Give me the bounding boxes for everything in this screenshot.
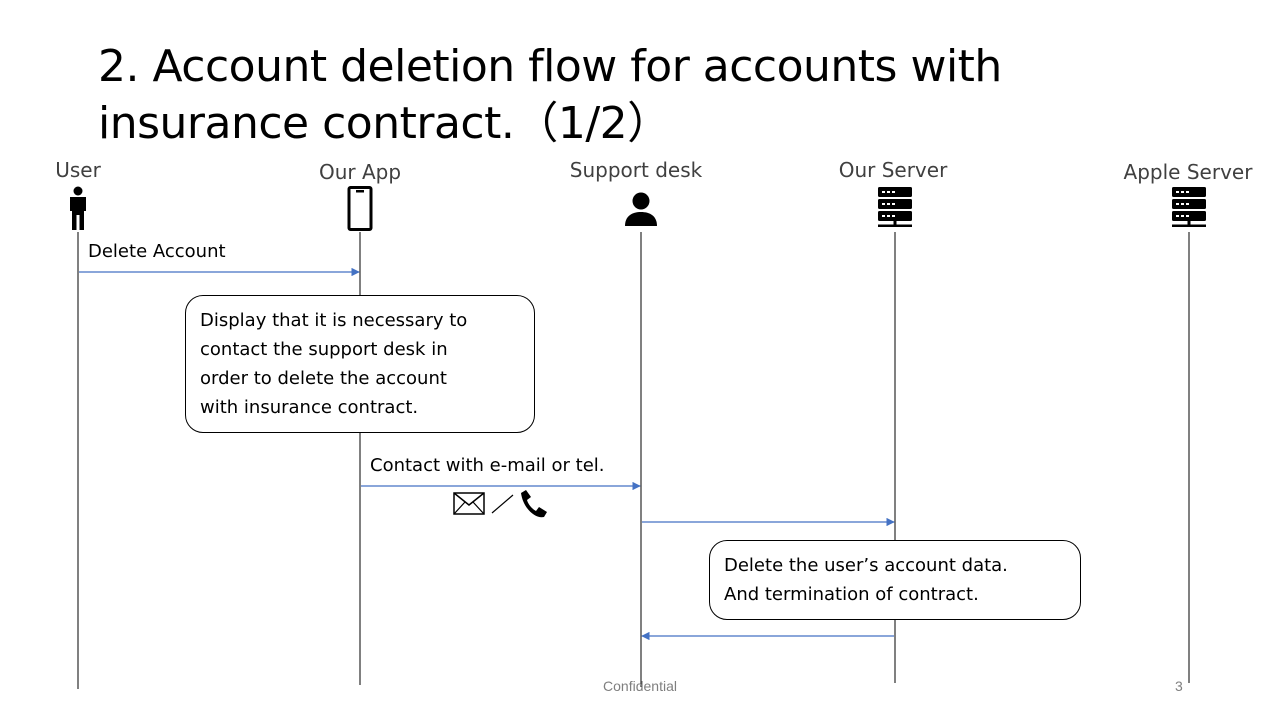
person-icon	[70, 186, 86, 230]
smartphone-icon	[347, 186, 373, 231]
footer-confidential: Confidential	[603, 678, 677, 694]
actor-label-app: Our App	[318, 160, 402, 184]
note-server-delete: Delete the user’s account data. And term…	[709, 540, 1081, 620]
slash-separator	[491, 494, 514, 514]
note-line: And termination of contract.	[724, 584, 979, 605]
actor-label-server: Our Server	[838, 158, 948, 182]
telephone-icon	[521, 490, 547, 518]
actor-label-user: User	[55, 158, 101, 182]
slide-title: 2. Account deletion flow for accounts wi…	[98, 38, 1002, 152]
note-line: order to delete the account	[200, 368, 447, 389]
actor-label-support: Support desk	[569, 158, 703, 182]
actor-label-apple: Apple Server	[1123, 160, 1253, 184]
message-delete-account: Delete Account	[88, 241, 226, 262]
note-line: Delete the user’s account data.	[724, 555, 1008, 576]
message-contact: Contact with e-mail or tel.	[370, 455, 605, 476]
title-line-2: insurance contract.（1/2）	[98, 98, 671, 149]
note-line: Display that it is necessary to	[200, 310, 468, 331]
note-app-display: Display that it is necessary to contact …	[185, 295, 535, 433]
page-number: 3	[1175, 678, 1183, 694]
support-person-icon	[625, 192, 657, 226]
contact-icons	[453, 490, 547, 518]
note-line: contact the support desk in	[200, 339, 448, 360]
note-line: with insurance contract.	[200, 397, 419, 418]
server-icon	[878, 187, 912, 227]
title-line-1: 2. Account deletion flow for accounts wi…	[98, 41, 1002, 92]
envelope-icon	[453, 492, 485, 515]
server-icon	[1172, 187, 1206, 227]
